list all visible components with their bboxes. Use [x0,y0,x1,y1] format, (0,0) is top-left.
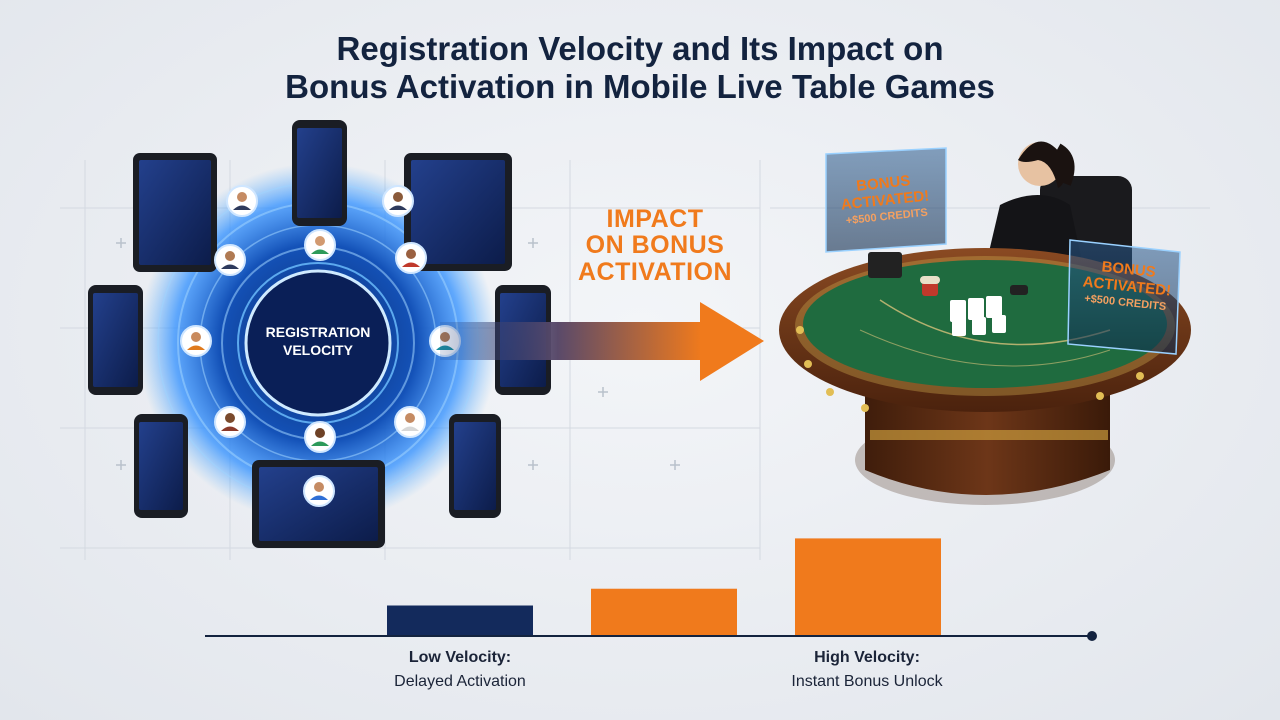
avatar [214,406,246,438]
velocity-bar-chart [205,538,1097,641]
title-line-2: Bonus Activation in Mobile Live Table Ga… [285,67,995,105]
impact-label: IMPACT ON BONUS ACTIVATION [555,206,755,285]
hub-label-line-2: VELOCITY [282,341,353,358]
hub-label-line-1: REGISTRATION [265,324,371,340]
avatar [180,325,212,357]
impact-line-2: ON BONUS [585,231,725,260]
high-velocity-heading: High Velocity: [814,649,920,666]
chart-bar-2 [591,588,737,636]
chart-bar-1 [387,605,533,636]
card-shoe [868,252,902,278]
device-phone-top [292,120,347,226]
playing-cards [950,296,1006,336]
chart-bar-3 [795,538,941,636]
low-velocity-text: Delayed Activation [394,673,526,690]
avatar [214,244,246,276]
impact-arrow [440,302,764,381]
bonus-panel-1 [825,147,947,253]
avatar [382,185,414,217]
page-title: Registration Velocity and Its Impact on … [0,30,1280,106]
device-phone-left [88,285,143,395]
impact-line-3: ACTIVATION [577,257,733,286]
impact-line-1: IMPACT [606,205,704,233]
high-velocity-text: Instant Bonus Unlock [791,673,943,690]
avatar [304,421,336,453]
avatar [303,475,335,507]
avatar [395,242,427,274]
title-line-1: Registration Velocity and Its Impact on [336,30,944,67]
baseline-end-dot [1087,631,1097,641]
avatar [226,185,258,217]
device-phone-bottom-right [449,414,501,518]
device-tablet-top-left [133,153,217,272]
hub-label: REGISTRATION VELOCITY [248,324,388,359]
high-velocity-caption: High Velocity: Instant Bonus Unlock [747,649,987,691]
chip-stacks [920,276,1028,296]
low-velocity-heading: Low Velocity: [408,649,512,666]
bonus-panel-2 [1067,239,1181,355]
device-tablet-top-right [404,153,512,271]
avatar [394,406,426,438]
device-phone-bottom-left [134,414,188,518]
avatar [304,229,336,261]
low-velocity-caption: Low Velocity: Delayed Activation [340,649,580,691]
